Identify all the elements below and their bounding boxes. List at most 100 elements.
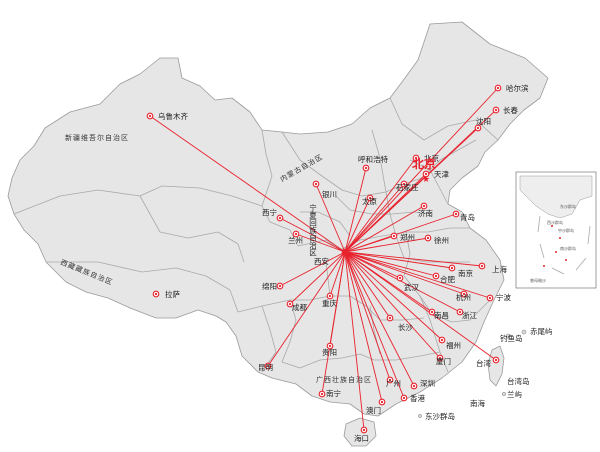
route-fuzhou [344,251,443,341]
diaoyu-island-dot [505,333,511,339]
city-label-wuhan: 武汉 [404,282,419,292]
city-label-ningbo: 宁波 [496,292,511,302]
city-jinan: 济南 [418,202,433,218]
region-label-ningxia: 宁夏回族自治区 [308,203,317,257]
city-label-xining: 西宁 [262,207,277,217]
city-changchun: 长春 [492,105,518,115]
inset-nansha-label: 南沙群岛 [560,245,576,251]
city-shanghai: 上海 [478,262,507,274]
city-changsha: 长沙 [386,314,413,332]
dongsha-label: 东沙群岛 [425,411,455,421]
city-taiyuan: 太原 [362,194,377,206]
city-zhengzhou: 郑州 [390,232,415,242]
lanyu-label: 兰屿 [507,389,522,399]
city-guiyang: 贵阳 [322,342,337,357]
province-borders-south [237,261,449,373]
city-xuzhou: 徐州 [424,234,449,245]
city-label-xiamen: 厦门 [436,357,451,366]
route-xuzhou [344,237,429,253]
city-label-hangzhou: 杭州 [456,292,471,302]
route-lanzhou [295,233,346,253]
inset-zengmu-label: 曾母暗沙 [530,277,546,283]
route-tianjin [344,173,427,253]
route-taiwan [344,251,497,361]
region-label-guangxi: 广西壮族自治区 [316,375,372,384]
flight-routes [149,87,499,431]
city-label-harbin: 哈尔滨 [506,83,529,93]
city-label-lhasa: 拉萨 [165,289,180,299]
route-beijing_dot [344,157,417,253]
city-hohhot: 呼和浩特 [358,154,388,172]
city-shenzhen: 深圳 [410,378,435,390]
route-hohhot [344,167,367,253]
route-haikou [344,251,365,431]
route-guangzhou [344,251,391,381]
city-label-macau: 澳门 [366,405,381,415]
city-label-chengdu: 成都 [292,302,307,312]
inset-zhongsha-label: 中沙群岛 [558,227,574,233]
city-label-beijing_dot: 北京 [424,153,439,163]
city-lhasa: 拉萨 [152,289,180,299]
diaoyu-label: 钓鱼岛 [500,333,523,343]
region-label-xinjiang: 新疆维吾尔自治区 [65,133,129,142]
city-mianyang: 绵阳 [262,281,284,291]
route-taiyuan [344,197,371,253]
inset-islands [543,225,567,267]
city-label-guangzhou: 广州 [386,378,401,388]
city-markers: 乌鲁木齐拉萨哈尔滨长春沈阳北京天津石家庄呼和浩特银川太原西宁兰州济南青岛郑州徐州… [146,83,529,443]
city-label-shenzhen: 深圳 [420,378,435,388]
route-shanghai [344,251,483,267]
dongsha-island-dot [418,414,422,418]
inset-nine-dash [537,215,591,275]
city-label-nanning: 南宁 [326,388,341,398]
inset-mainland [519,175,593,219]
city-harbin: 哈尔滨 [494,83,529,93]
route-nanjing [344,251,453,269]
city-label-lanzhou: 兰州 [288,235,303,245]
city-label-hefei: 合肥 [440,274,455,284]
city-urumqi: 乌鲁木齐 [146,111,188,121]
city-xining: 西宁 [262,207,284,222]
route-chengdu [289,251,346,305]
city-chengdu: 成都 [286,300,307,312]
city-yinchuan: 银川 [312,180,337,199]
city-hangzhou: 杭州 [456,290,471,302]
city-taiwan: 台湾 [476,356,500,368]
route-nanning [321,251,346,395]
city-label-hohhot: 呼和浩特 [358,154,388,164]
city-label-hongkong: 香港 [410,393,425,403]
route-hongkong [344,251,405,399]
city-label-guiyang: 贵阳 [322,347,337,357]
city-label-changchun: 长春 [503,105,518,115]
city-ningbo: 宁波 [486,292,511,302]
route-hangzhou [344,251,465,295]
route-chongqing [329,251,346,297]
city-fuzhou: 福州 [438,336,461,350]
inset-xisha-label: 西沙群岛 [547,219,563,225]
route-urumqi [149,115,346,253]
city-haikou: 海口 [354,426,369,443]
city-label-qingdao: 青岛 [460,212,475,222]
taiwan-island-shape [487,345,505,387]
route-zhejiang [344,251,461,313]
city-label-tianjin: 天津 [434,170,449,179]
route-xining [279,217,346,253]
city-label-zhengzhou: 郑州 [400,232,415,242]
city-label-nanchang: 南昌 [434,310,449,320]
city-label-kunming: 昆明 [258,363,273,372]
inset-dongsha-label: 东沙群岛 [560,203,576,209]
city-label-shijiazhuang: 石家庄 [396,182,419,192]
city-beijing_dot: 北京 [412,153,439,163]
route-yinchuan [315,183,346,253]
city-label-haikou: 海口 [354,433,369,443]
city-label-shanghai: 上海 [492,264,507,274]
city-lanzhou: 兰州 [288,230,303,245]
route-mianyang [279,251,346,287]
city-xiamen: 厦门 [436,354,451,366]
route-shenyang [344,127,479,253]
city-label-urumqi: 乌鲁木齐 [158,111,188,121]
city-shijiazhuang: 石家庄 [396,180,419,192]
route-hefei [344,251,437,277]
route-jinan [344,205,425,253]
route-shijiazhuang [344,183,405,253]
